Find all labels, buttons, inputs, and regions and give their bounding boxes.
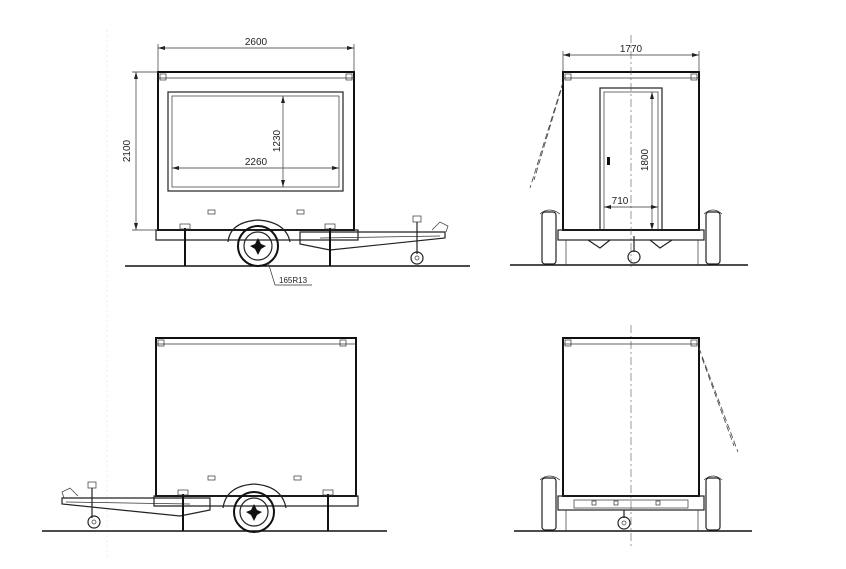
dimension-length: 2600 [245,37,268,48]
tire-size-label: 165R13 [279,276,308,285]
dimension-window-width: 2260 [245,157,268,168]
box-body [155,337,357,497]
mudguard [227,219,291,243]
dimension-window-height: 1230 [272,129,283,152]
dimension-height: 2100 [122,139,133,162]
chassis-frame [557,495,705,511]
open-flap [698,347,739,453]
open-flap [529,81,564,189]
dimension-width: 1770 [620,44,643,55]
drawbar [299,231,446,251]
wheel [237,225,279,267]
side-view-plain [42,337,387,533]
wheel [233,491,275,533]
chassis-frame [155,229,359,241]
jockey-wheel [410,251,424,265]
wheel [541,211,557,265]
wheel [541,477,557,531]
dimension-door-width: 710 [612,196,629,207]
chassis-frame [153,495,359,507]
service-window [167,91,344,192]
wheel [705,211,721,265]
jockey-wheel [87,515,101,529]
drawbar [61,497,211,517]
jockey-wheel [617,516,631,530]
jockey-wheel [627,250,641,264]
mudguard [222,483,287,509]
door-handle [607,157,610,165]
side-view-window: 165R13 2600 2100 2260 1230 [122,37,470,286]
dimension-door-height: 1800 [640,148,651,171]
front-view [514,35,752,548]
rear-view-door: 1770 1800 710 [510,44,748,266]
wheel [705,477,721,531]
